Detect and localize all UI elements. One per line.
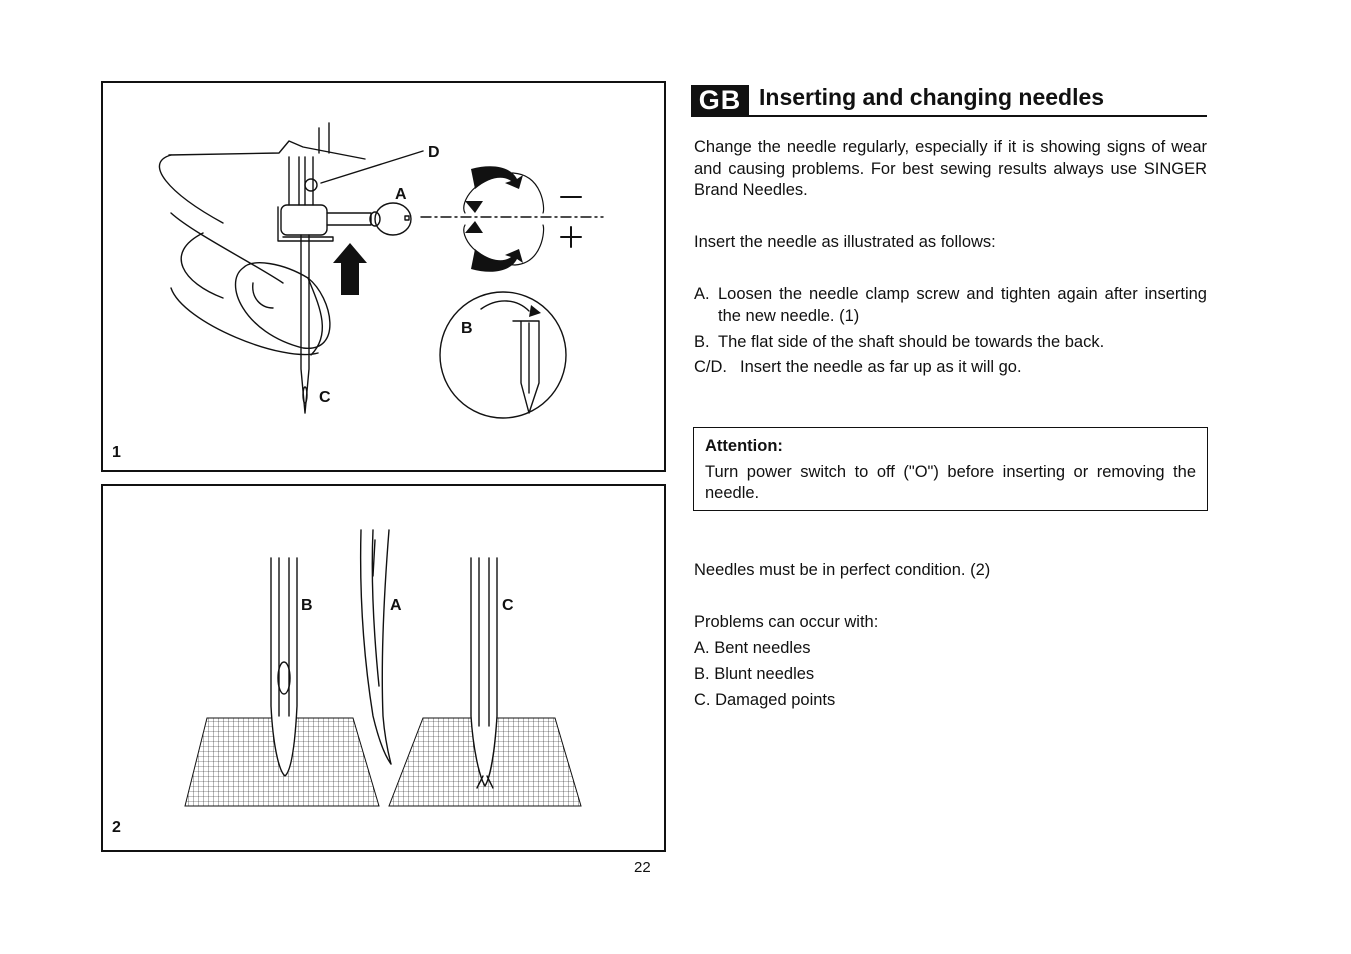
figure-number: 2: [112, 819, 121, 836]
intro-paragraph: Change the needle regularly, especially …: [694, 138, 1207, 199]
tighten-arrow: [471, 249, 523, 272]
step-text: Loosen the needle clamp screw and tighte…: [718, 285, 1207, 325]
loosen-arrow: [471, 166, 523, 189]
problem-item: C. Damaged points: [694, 690, 835, 712]
problem-text: Damaged points: [715, 691, 836, 709]
step-text: Insert the needle as far up as it will g…: [740, 358, 1022, 376]
label-a: A: [395, 186, 407, 203]
figure-1-needle-insertion: D A B C 1: [101, 81, 666, 472]
step-key: A.: [694, 285, 710, 303]
step-item: C/D. Insert the needle as far up as it w…: [694, 357, 1207, 379]
problem-key: C.: [694, 691, 711, 709]
problem-text: Bent needles: [714, 639, 811, 657]
step-text: The flat side of the shaft should be tow…: [718, 333, 1105, 351]
label-a: A: [390, 597, 402, 614]
label-c: C: [319, 389, 331, 406]
label-b: B: [301, 597, 313, 614]
label-d: D: [428, 144, 440, 161]
label-c: C: [502, 597, 514, 614]
step-key: B.: [694, 333, 710, 351]
condition-paragraph: Needles must be in perfect condition. (2…: [694, 561, 991, 579]
problems-heading: Problems can occur with:: [694, 613, 879, 631]
section-header: GB Inserting and changing needles: [691, 83, 1207, 117]
language-badge: GB: [691, 85, 749, 115]
problem-item: A. Bent needles: [694, 638, 811, 660]
up-arrow: [333, 243, 367, 295]
needle-condition-illustration: B A C: [184, 529, 582, 807]
clamp-screw: [374, 202, 412, 236]
step-key: C/D.: [694, 358, 727, 376]
needle-insertion-illustration: D A B C: [158, 122, 604, 419]
problem-text: Blunt needles: [714, 665, 815, 683]
page-title: Inserting and changing needles: [759, 84, 1105, 110]
attention-text: Turn power switch to off ("O") before in…: [705, 462, 1196, 503]
problem-key: B.: [694, 665, 710, 683]
problem-item: B. Blunt needles: [694, 664, 814, 686]
problem-key: A.: [694, 639, 710, 657]
page-number: 22: [634, 859, 651, 876]
label-b: B: [461, 320, 473, 337]
figure-number: 1: [112, 444, 121, 461]
step-item: A. Loosen the needle clamp screw and tig…: [694, 284, 1207, 327]
attention-title: Attention:: [705, 437, 783, 455]
step-item: B. The flat side of the shaft should be …: [694, 332, 1207, 354]
figure-2-needle-condition: B A C 2: [101, 484, 666, 852]
instruction-paragraph: Insert the needle as illustrated as foll…: [694, 233, 996, 251]
attention-box: Attention: Turn power switch to off ("O"…: [693, 427, 1208, 511]
